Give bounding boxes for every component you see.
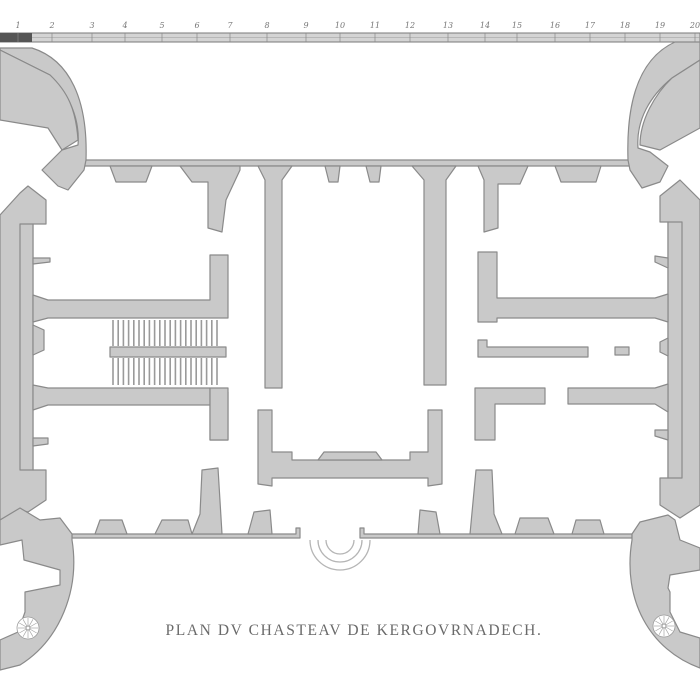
scale-tick-label: 6 bbox=[194, 21, 199, 30]
east-wing bbox=[474, 179, 700, 519]
tower-south-east bbox=[629, 514, 700, 669]
tower-north-west bbox=[0, 47, 87, 191]
central-hall bbox=[257, 409, 443, 487]
scale-tick-label: 9 bbox=[303, 21, 308, 30]
west-wing bbox=[0, 185, 229, 526]
scale-tick-label: 17 bbox=[585, 21, 596, 30]
plan-title: PLAN DV CHASTEAV DE KERGOVRNADECH. bbox=[165, 622, 543, 639]
tower-south-west bbox=[0, 507, 75, 671]
scale-tick-label: 20 bbox=[689, 21, 700, 30]
staircase-west bbox=[109, 320, 227, 385]
scale-tick-label: 18 bbox=[620, 21, 630, 30]
scale-tick-label: 10 bbox=[335, 21, 345, 30]
scale-tick-label: 14 bbox=[480, 21, 490, 30]
scale-tick-label: 13 bbox=[443, 21, 453, 30]
scale-tick-label: 5 bbox=[159, 21, 164, 30]
scale-tick-label: 16 bbox=[550, 21, 560, 30]
scale-tick-label: 12 bbox=[405, 21, 415, 30]
scale-tick-label: 8 bbox=[264, 21, 269, 30]
scale-tick-label: 4 bbox=[121, 21, 127, 30]
entrance-steps bbox=[309, 539, 371, 571]
scale-tick-label: 3 bbox=[89, 21, 94, 30]
south-facade bbox=[71, 467, 633, 539]
tower-north-east bbox=[627, 41, 700, 189]
scale-tick-label: 11 bbox=[370, 21, 380, 30]
scale-tick-label: 2 bbox=[48, 21, 54, 30]
north-facade bbox=[81, 159, 631, 389]
scale-tick-label: 7 bbox=[227, 21, 233, 30]
scale-tick-label: 1 bbox=[15, 21, 20, 30]
scale-tick-label: 19 bbox=[655, 21, 665, 30]
scale-tick-label: 15 bbox=[512, 21, 522, 30]
